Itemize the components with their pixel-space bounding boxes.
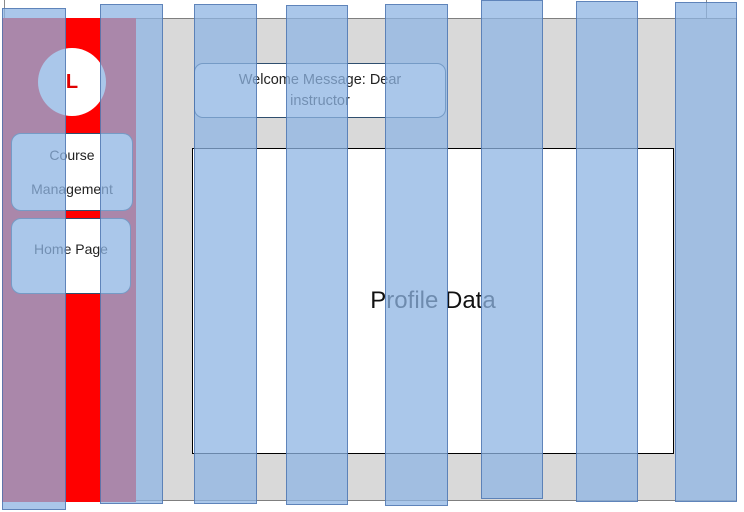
home-page-button[interactable]: Home Page	[11, 218, 131, 294]
logo-letter: L	[65, 70, 79, 93]
window-corner-mark-right	[706, 0, 707, 18]
course-management-label-line1: Course	[49, 147, 95, 163]
profile-data-label: Profile Data	[370, 287, 496, 314]
welcome-message-box: Welcome Message: Dear instructor	[194, 63, 446, 118]
course-management-button[interactable]: Course Management	[11, 133, 133, 211]
home-page-label: Home Page	[34, 241, 108, 257]
window-corner-mark	[0, 0, 5, 18]
course-management-label-line2: Management	[31, 181, 113, 197]
welcome-message-text: Welcome Message: Dear instructor	[238, 71, 402, 109]
logo-avatar: L	[38, 48, 106, 116]
profile-data-panel: Profile Data	[192, 148, 674, 454]
